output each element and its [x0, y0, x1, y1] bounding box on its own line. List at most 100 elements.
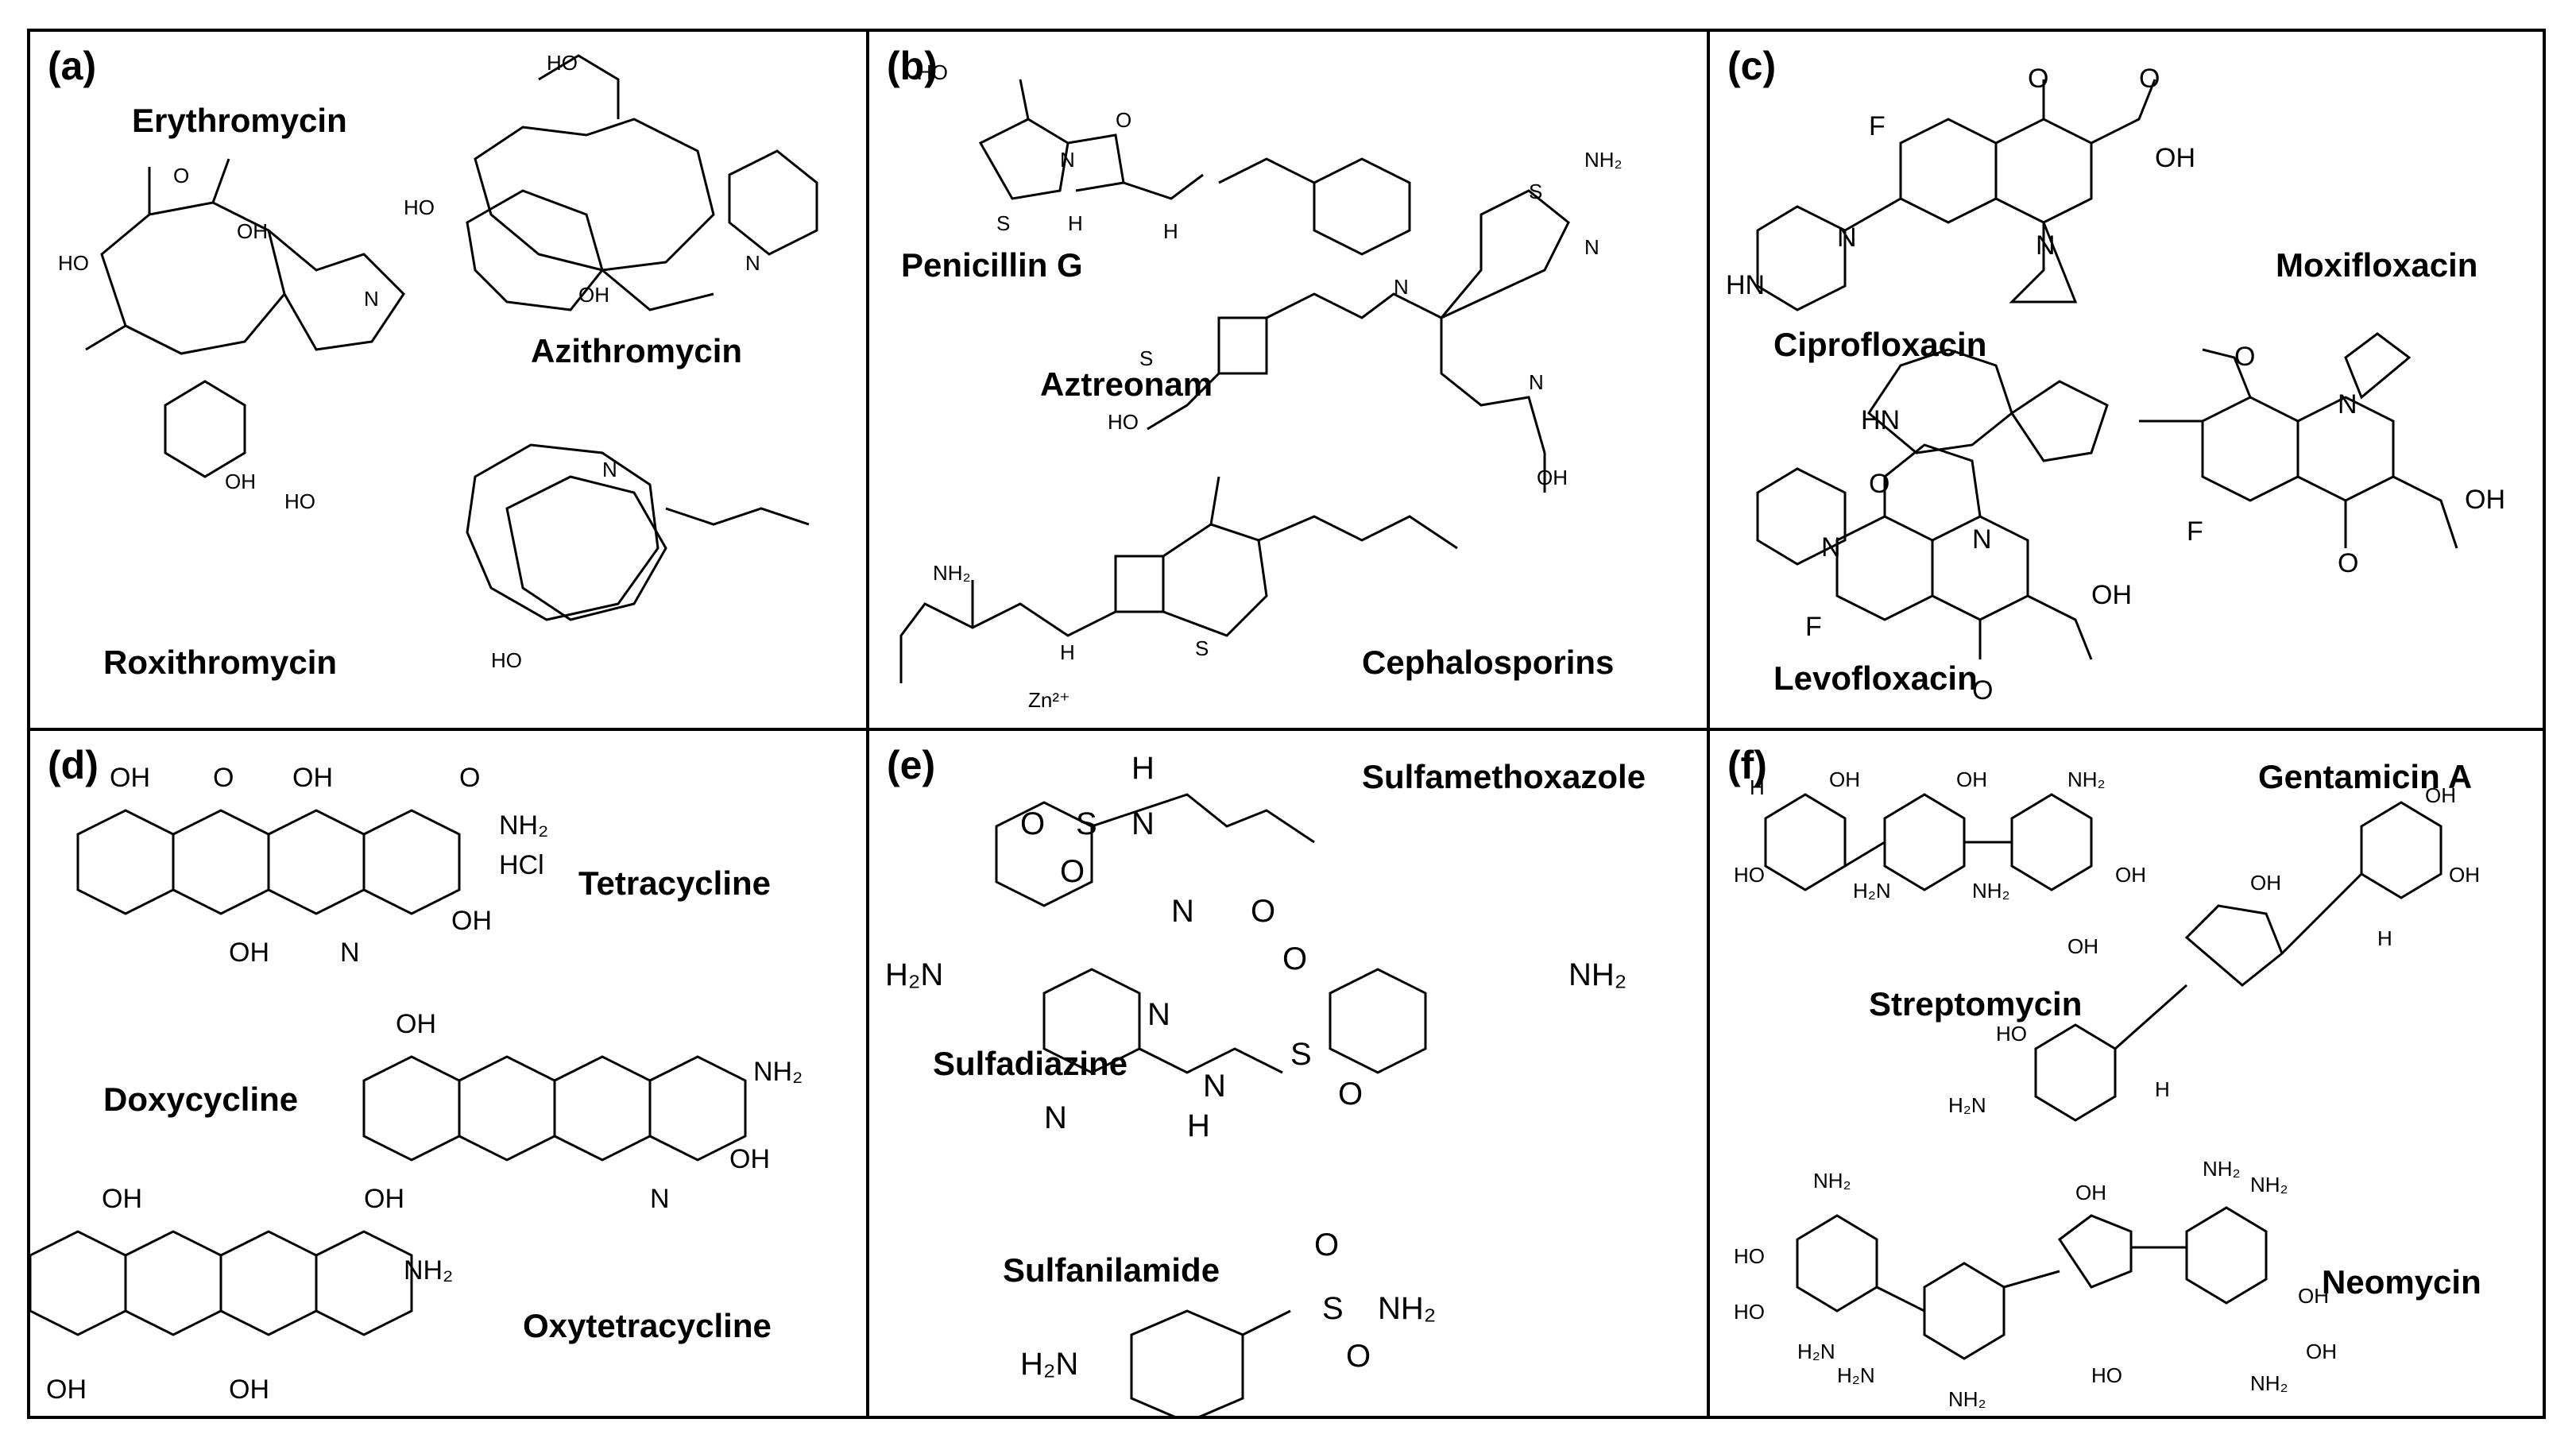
atom-nh2: NH₂: [1378, 1291, 1436, 1326]
compound-aztreonam: Aztreonam: [1040, 365, 1213, 403]
sulfanilamide-structure: [1130, 1309, 1291, 1416]
panel-label: (f): [1727, 743, 1767, 787]
atom-h2n: H₂N: [1020, 1347, 1078, 1382]
atom-ho: HO: [917, 60, 948, 84]
compound-gentamicin-a: Gentamicin A: [2258, 758, 2473, 795]
cephalosporins-structure: [899, 476, 1458, 683]
atom-n: N: [1837, 222, 1857, 253]
divider-vertical-1: [866, 29, 869, 1419]
penicillin-g-structure: [978, 79, 1411, 256]
azithromycin-structure: [474, 54, 715, 272]
atom-n: N: [1821, 532, 1841, 563]
atom-s: S: [1529, 180, 1542, 203]
atom-n: N: [1394, 275, 1409, 299]
figure-frame: [27, 29, 2546, 1419]
atom-oh: OH: [2306, 1340, 2337, 1363]
compound-moxifloxacin: Moxifloxacin: [2276, 246, 2478, 284]
atom-s: S: [1290, 1037, 1312, 1072]
atom-f: F: [1805, 612, 1822, 642]
compound-sulfanilamide: Sulfanilamide: [1003, 1251, 1220, 1289]
neomycin-structure: [1796, 1206, 2268, 1360]
atom-nh2: NH₂: [753, 1057, 803, 1087]
compound-doxycycline: Doxycycline: [103, 1081, 299, 1118]
panel-e-atoms: O S O H N N O H₂N O S O N H N N NH₂ O S …: [885, 751, 1626, 1382]
atom-h2n: H₂N: [1837, 1363, 1875, 1387]
atom-ho: HO: [2091, 1363, 2122, 1387]
atom-n: N: [602, 458, 617, 481]
atom-nh2: NH₂: [404, 1255, 453, 1286]
atom-oh: OH: [1956, 767, 1987, 791]
atom-oh: OH: [1537, 466, 1568, 489]
atom-s: S: [1322, 1291, 1344, 1326]
compound-roxithromycin: Roxithromycin: [103, 644, 338, 681]
levofloxacin-structure: [1756, 443, 2093, 660]
atom-s: S: [996, 211, 1010, 235]
atom-oh: OH: [451, 906, 492, 936]
compound-penicillin-g: Penicillin G: [901, 246, 1083, 284]
atom-h2n: H₂N: [885, 957, 943, 992]
atom-s: S: [1139, 346, 1153, 370]
atom-n: N: [340, 938, 360, 968]
atom-ho: HO: [1996, 1022, 2027, 1046]
atom-n: N: [1131, 806, 1155, 841]
ciprofloxacin-structure: [1756, 79, 2156, 311]
atom-n: N: [1147, 997, 1170, 1032]
panel-label: (b): [887, 44, 938, 88]
atom-n: N: [1044, 1100, 1067, 1135]
atom-n: N: [2036, 230, 2056, 261]
atom-o: O: [1869, 469, 1889, 499]
atom-oh: OH: [2250, 871, 2281, 895]
atom-n: N: [1171, 894, 1194, 929]
compound-cephalosporins: Cephalosporins: [1362, 644, 1615, 681]
atom-oh: OH: [110, 763, 150, 793]
panel-f-atoms: H OH HO H₂N OH NH₂ NH₂ OH OH OH OH OH H …: [1734, 767, 2480, 1411]
atom-n: N: [2338, 389, 2357, 419]
panel-b-atoms: HO S N H O H S NH₂ N N N OH S HO NH₂ S H…: [917, 60, 1623, 712]
atom-oh: OH: [1829, 767, 1860, 791]
atom-o: O: [1338, 1077, 1363, 1112]
atom-oh: OH: [2298, 1284, 2329, 1308]
tetracycline-structure: [76, 809, 461, 915]
atom-nh2: NH₂: [933, 561, 971, 585]
atom-oh: OH: [396, 1009, 436, 1039]
atom-oh: OH: [2425, 783, 2456, 807]
compound-sulfamethoxazole: Sulfamethoxazole: [1362, 758, 1646, 795]
atom-n: N: [1529, 370, 1544, 394]
atom-hn: HN: [1861, 405, 1900, 435]
aztreonam-structure: [1147, 189, 1570, 493]
atom-nh: H: [2377, 926, 2392, 950]
atom-ho: HO: [404, 195, 435, 219]
atom-o: O: [459, 763, 480, 793]
atom-n: N: [1203, 1069, 1226, 1104]
erythromycin-structure: [85, 149, 818, 621]
divider-horizontal: [27, 728, 2546, 731]
panel-a-atoms: O OH HO N OH HO HO OH N HO N HO: [58, 51, 760, 672]
divider-vertical-2: [1707, 29, 1710, 1419]
atom-h2n: H₂N: [1797, 1340, 1835, 1363]
atom-ho: HO: [1734, 863, 1765, 887]
atom-o: O: [1972, 675, 1993, 706]
atom-oh: OH: [46, 1374, 87, 1405]
atom-n: N: [650, 1184, 670, 1214]
atom-o: O: [1314, 1228, 1339, 1262]
panel-label: (a): [48, 44, 97, 88]
atom-oh: OH: [2449, 863, 2480, 887]
atom-n: N: [364, 287, 379, 311]
atom-oh: OH: [229, 938, 269, 968]
compound-ciprofloxacin: Ciprofloxacin: [1773, 326, 1987, 363]
compound-erythromycin: Erythromycin: [132, 102, 347, 139]
sulfadiazine-structure: [1042, 968, 1427, 1074]
atom-hn: HN: [1726, 270, 1765, 300]
gentamicin-a-structure: [1764, 793, 2093, 891]
panel-f: (f) Gentamicin A Streptomycin Neomycin H…: [1710, 731, 2543, 1416]
compound-oxytetracycline: Oxytetracycline: [523, 1307, 772, 1344]
atom-s: S: [1076, 806, 1097, 841]
atom-oh: OH: [237, 219, 268, 243]
atom-oh: OH: [2465, 485, 2505, 515]
atom-nh2: NH₂: [2250, 1173, 2288, 1197]
atom-o: O: [2139, 64, 2160, 94]
atom-oh: OH: [364, 1184, 404, 1214]
panel-d-atoms: OH O OH O NH₂ HCl OH OH N OH NH₂ OH N OH…: [46, 763, 803, 1405]
atom-oh: OH: [2075, 1181, 2106, 1204]
panel-label: (e): [887, 743, 936, 787]
